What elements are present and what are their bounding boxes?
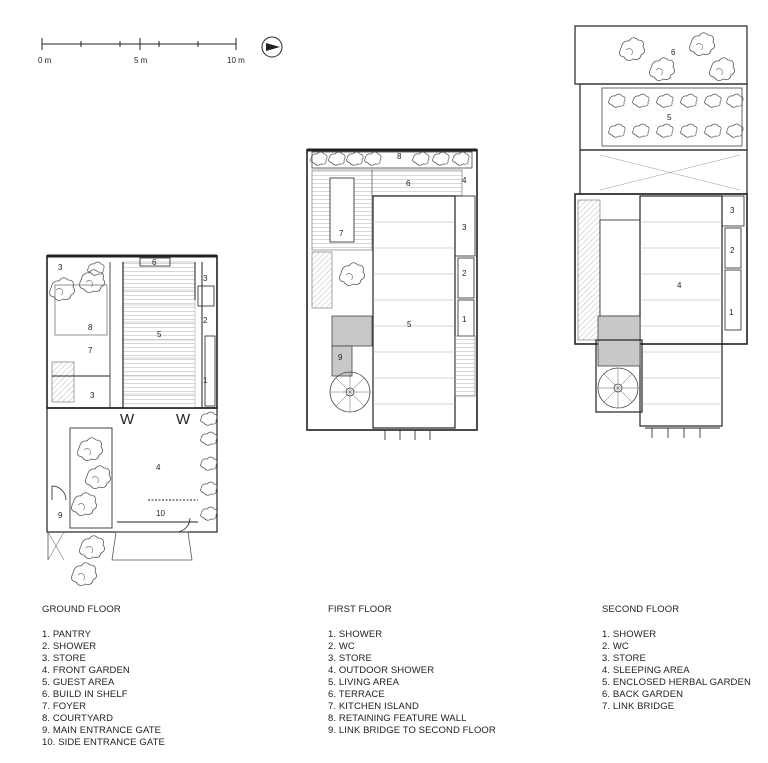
floor-plans-drawing: 0 m 5 m 10 m	[38, 25, 748, 586]
list-item: 6. BUILD IN SHELF	[42, 689, 128, 700]
gf-room-9: 9	[58, 511, 63, 520]
scale-bar: 0 m 5 m 10 m	[38, 38, 245, 65]
list-item: 8. COURTYARD	[42, 713, 114, 724]
list-item: 4. FRONT GARDEN	[42, 665, 130, 676]
second-floor-title: SECOND FLOOR	[602, 604, 680, 615]
list-item: 6. TERRACE	[328, 689, 385, 700]
ground-floor-list: 1. PANTRY 2. SHOWER 3. STORE 4. FRONT GA…	[42, 629, 165, 749]
sf-room-1: 1	[729, 308, 734, 317]
ff-room-5: 5	[407, 320, 412, 329]
second-floor-list: 1. SHOWER 2. WC 3. STORE 4. SLEEPING ARE…	[602, 629, 751, 713]
list-item: 5. GUEST AREA	[42, 677, 115, 688]
list-item: 10. SIDE ENTRANCE GATE	[42, 737, 165, 748]
gf-room-10: 10	[156, 509, 165, 518]
scale-label-10: 10 m	[227, 56, 245, 65]
list-item: 2. SHOWER	[42, 641, 97, 652]
ff-room-4: 4	[462, 176, 467, 185]
list-item: 9. LINK BRIDGE TO SECOND FLOOR	[328, 725, 496, 736]
list-item: 3. STORE	[602, 653, 646, 664]
ff-room-6: 6	[406, 179, 411, 188]
second-floor-legend: SECOND FLOOR 1. SHOWER 2. WC 3. STORE 4.…	[602, 604, 751, 713]
list-item: 4. OUTDOOR SHOWER	[328, 665, 435, 676]
list-item: 2. WC	[602, 641, 629, 652]
gf-room-3a: 3	[58, 263, 63, 272]
gf-room-4: 4	[156, 463, 161, 472]
list-item: 1. SHOWER	[328, 629, 383, 640]
gf-room-5: 5	[157, 330, 162, 339]
second-floor-plan: 6 5 3 2 4 1	[574, 25, 748, 438]
list-item: 7. KITCHEN ISLAND	[328, 701, 419, 712]
gf-room-3b: 3	[203, 274, 208, 283]
ff-room-9: 9	[338, 353, 343, 362]
ground-floor-plan: 3 6 3 2 8 5 7 1 3 4 9 10 W W	[46, 254, 218, 586]
sf-room-5: 5	[667, 113, 672, 122]
list-item: 1. PANTRY	[42, 629, 92, 640]
first-floor-title: FIRST FLOOR	[328, 604, 392, 615]
list-item: 3. STORE	[328, 653, 372, 664]
first-floor-legend: FIRST FLOOR 1. SHOWER 2. WC 3. STORE 4. …	[328, 604, 496, 737]
list-item: 8. RETAINING FEATURE WALL	[328, 713, 467, 724]
sf-room-2: 2	[730, 246, 735, 255]
ff-room-2: 2	[462, 269, 467, 278]
gf-room-8: 8	[88, 323, 93, 332]
sf-room-4: 4	[677, 281, 682, 290]
gf-room-6: 6	[152, 258, 157, 267]
list-item: 3. STORE	[42, 653, 86, 664]
gf-room-1: 1	[203, 376, 208, 385]
ground-floor-legend: GROUND FLOOR 1. PANTRY 2. SHOWER 3. STOR…	[42, 604, 165, 749]
ff-room-8: 8	[397, 152, 402, 161]
list-item: 6. BACK GARDEN	[602, 689, 684, 700]
ff-room-1: 1	[462, 315, 467, 324]
ff-room-7: 7	[339, 229, 344, 238]
list-item: 1. SHOWER	[602, 629, 657, 640]
list-item: 5. LIVING AREA	[328, 677, 400, 688]
gf-room-3c: 3	[90, 391, 95, 400]
north-arrow-icon	[261, 36, 283, 58]
ff-room-3: 3	[462, 223, 467, 232]
list-item: 7. LINK BRIDGE	[602, 701, 675, 712]
list-item: 5. ENCLOSED HERBAL GARDEN	[602, 677, 751, 688]
sf-room-6: 6	[671, 48, 676, 57]
ground-floor-title: GROUND FLOOR	[42, 604, 121, 615]
gf-room-2: 2	[203, 316, 208, 325]
scale-label-0: 0 m	[38, 56, 52, 65]
first-floor-plan: 8 6 4 3 7 2 5 1 9	[306, 148, 478, 440]
gf-mark-w2: W	[176, 411, 191, 428]
sf-room-3: 3	[730, 206, 735, 215]
gf-mark-w1: W	[120, 411, 135, 428]
scale-label-5: 5 m	[134, 56, 148, 65]
list-item: 9. MAIN ENTRANCE GATE	[42, 725, 162, 736]
list-item: 7. FOYER	[42, 701, 87, 712]
gf-room-7: 7	[88, 346, 93, 355]
list-item: 4. SLEEPING AREA	[602, 665, 690, 676]
first-floor-list: 1. SHOWER 2. WC 3. STORE 4. OUTDOOR SHOW…	[328, 629, 496, 737]
list-item: 2. WC	[328, 641, 355, 652]
